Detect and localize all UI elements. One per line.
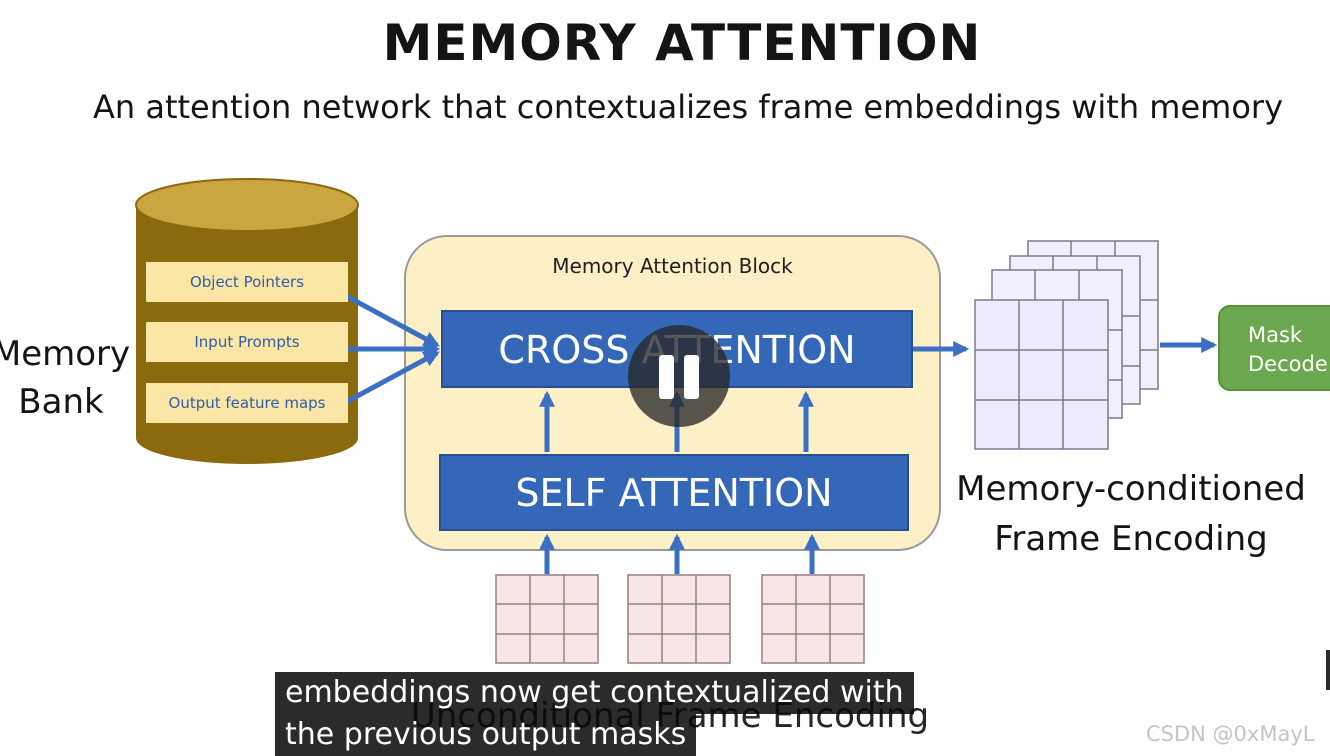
caption-line-2: the previous output masks <box>275 714 697 756</box>
pause-button[interactable] <box>628 325 730 427</box>
bank-item-output-feature-maps: Output feature maps <box>146 383 348 423</box>
caption-line-1: embeddings now get contextualized with <box>275 672 914 714</box>
bank-item-input-prompts: Input Prompts <box>146 322 348 362</box>
watermark: CSDN @0xMayL <box>1146 722 1315 746</box>
video-caption: embeddings now get contextualized with t… <box>275 672 914 756</box>
page-title: MEMORY ATTENTION <box>382 14 982 72</box>
arrow-output-feature-maps <box>333 350 440 411</box>
input-frame-grids <box>495 574 865 664</box>
edge-scrollbar[interactable] <box>1326 650 1330 690</box>
arrow-object-pointers <box>333 287 440 348</box>
memory-conditioned-frame-encoding-label: Memory-conditioned Frame Encoding <box>956 469 1306 559</box>
output-frame-stack <box>974 240 1159 450</box>
memory-bank-label: Memory Bank <box>0 334 131 422</box>
page-subtitle: An attention network that contextualizes… <box>92 88 1283 126</box>
bank-item-object-pointers: Object Pointers <box>146 262 348 302</box>
mask-decoder-box: Mask Decode <box>1218 305 1330 391</box>
memory-attention-block-title: Memory Attention Block <box>552 254 793 278</box>
self-attention-box: SELF ATTENTION <box>439 454 909 531</box>
